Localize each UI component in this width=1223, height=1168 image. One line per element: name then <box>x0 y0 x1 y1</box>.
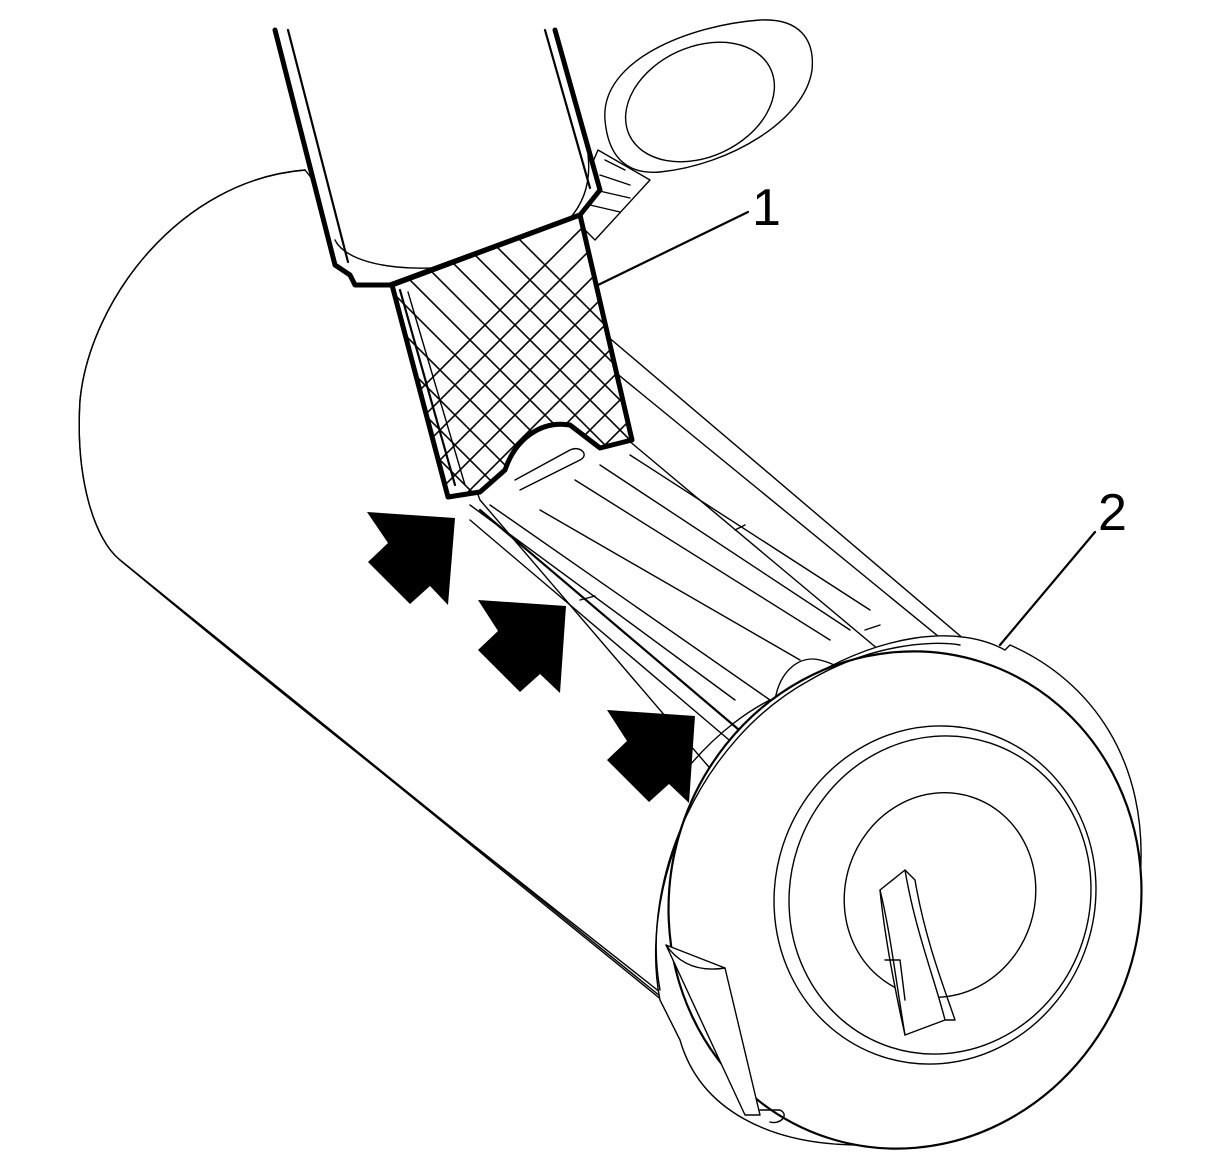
screwdriver-tool <box>272 19 814 500</box>
cylinder-channel <box>469 329 966 746</box>
callout-2: 2 <box>1098 484 1127 542</box>
arrow-up-right-icon <box>607 710 695 803</box>
lock-cylinder-cap <box>654 530 1143 1150</box>
arrow-up-right-icon <box>367 512 455 605</box>
direction-arrows <box>367 512 695 803</box>
arrow-up-right-icon <box>478 600 566 693</box>
callout-1: 1 <box>752 179 781 237</box>
